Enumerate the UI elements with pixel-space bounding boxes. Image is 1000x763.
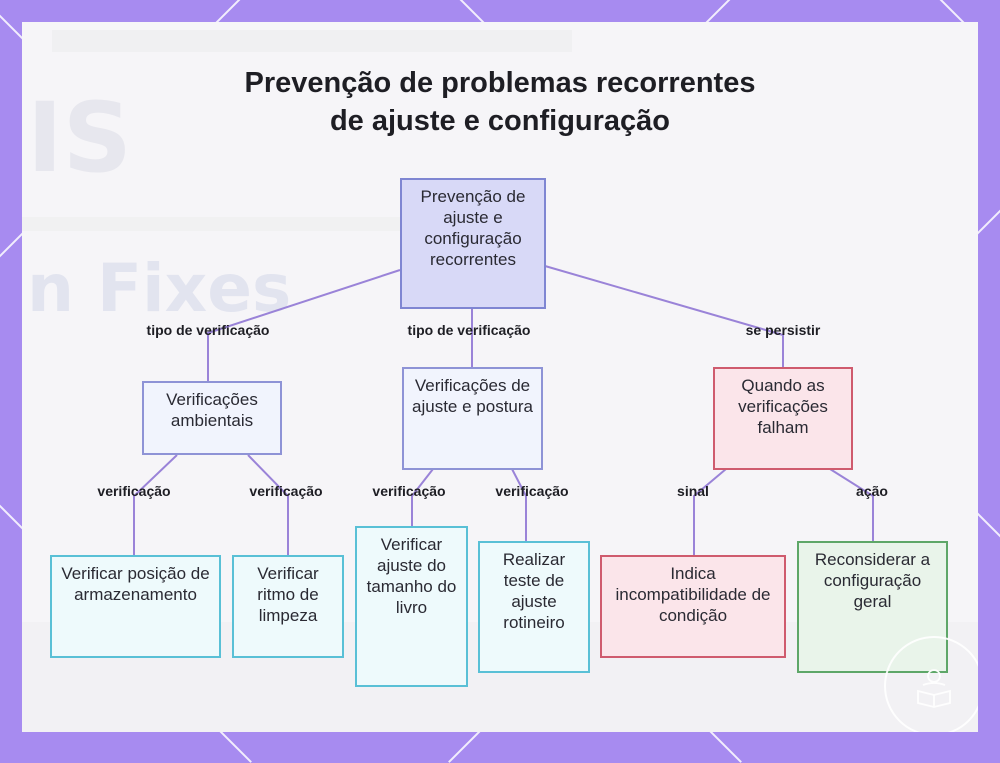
edge-label: se persistir (745, 322, 821, 338)
diagram-title: Prevenção de problemas recorrentes de aj… (22, 64, 978, 140)
connector-lines (133, 265, 874, 555)
node-storage: Verificar posição de armazenamento (50, 555, 221, 658)
edge-label: verificação (372, 483, 446, 499)
edge-label: verificação (495, 483, 569, 499)
background-decoration (52, 30, 572, 52)
node-routine-test: Realizar teste de ajuste rotineiro (478, 541, 590, 673)
node-size-check: Verificar ajuste do tamanho do livro (355, 526, 468, 687)
edge-fail-reconsider (829, 468, 874, 541)
edge-label: verificação (97, 483, 171, 499)
edge-fit-routine (511, 468, 527, 541)
node-fit-checks: Verificações de ajuste e postura (402, 367, 543, 470)
edge-root-env (207, 269, 401, 382)
book-icon (917, 669, 951, 708)
title-line-1: Prevenção de problemas recorrentes (244, 67, 756, 99)
background-text: n Fixes (27, 250, 292, 327)
edge-env-storage (133, 454, 178, 555)
edge-label: tipo de verificação (146, 322, 270, 338)
book-reader-badge-icon (884, 636, 978, 732)
edge-label: verificação (249, 483, 323, 499)
edge-fail-indicates (693, 468, 727, 555)
node-cleaning: Verificar ritmo de limpeza (232, 555, 344, 658)
edge-env-clean (247, 454, 289, 555)
edge-label: ação (856, 483, 888, 499)
node-root: Prevenção de ajuste e configuração recor… (400, 178, 546, 309)
edge-label: sinal (677, 483, 709, 499)
node-indicates: Indica incompatibilidade de condição (600, 555, 786, 658)
node-when-fail: Quando as verificações falham (713, 367, 853, 470)
edge-fit-size (411, 468, 434, 527)
background-text: IS (27, 82, 132, 194)
diagram-panel: IS n Fixes Prevenção de problemas recorr… (22, 22, 978, 732)
edge-root-fail (544, 265, 784, 367)
edge-label: tipo de verificação (407, 322, 531, 338)
title-line-2: de ajuste e configuração (329, 105, 671, 137)
node-env-checks: Verificações ambientais (142, 381, 282, 455)
